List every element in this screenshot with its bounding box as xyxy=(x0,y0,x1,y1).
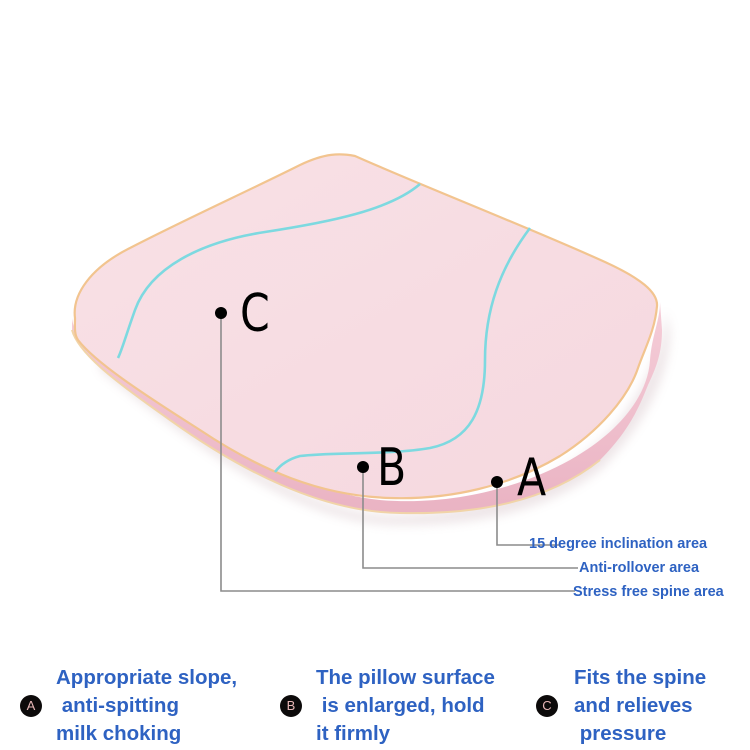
marker-dot-a xyxy=(491,476,503,488)
seam-line-left xyxy=(116,183,421,359)
feature-b-line-1: The pillow surface xyxy=(316,666,495,689)
marker-label-c: C xyxy=(240,284,270,344)
marker-dot-c xyxy=(215,307,227,319)
feature-c-line-1: Fits the spine xyxy=(574,666,707,689)
callout-spine-area: Stress free spine area xyxy=(573,584,724,600)
leader-lines xyxy=(220,313,578,592)
badge-b-icon: B xyxy=(280,695,302,717)
pillow-bottom-piping xyxy=(71,329,601,515)
feature-b-line-2: is enlarged, hold xyxy=(316,694,485,717)
feature-b-text: The pillow surface is enlarged, hold it … xyxy=(316,664,495,748)
badge-a-icon: A xyxy=(20,695,42,717)
feature-a-line-3: milk choking xyxy=(56,722,182,745)
marker-label-b: B xyxy=(377,438,407,498)
feature-c-line-2: and relieves xyxy=(574,694,693,717)
pillow-shadow xyxy=(100,310,670,525)
feature-c-line-3: pressure xyxy=(574,722,667,745)
feature-a-line-2: anti-spitting xyxy=(56,694,179,717)
marker-dot-b xyxy=(357,461,369,473)
marker-label-a: A xyxy=(517,448,547,508)
leader-line-c xyxy=(220,313,575,592)
feature-a-text: Appropriate slope, anti-spitting milk ch… xyxy=(56,664,237,748)
pillow-top xyxy=(73,153,659,500)
feature-c-text: Fits the spine and relieves pressure xyxy=(574,664,706,748)
feature-b-line-3: it firmly xyxy=(316,722,391,745)
seam-line-right xyxy=(273,227,532,473)
callout-anti-rollover-area: Anti-rollover area xyxy=(579,560,700,576)
callout-inclination-area: 15 degree inclination area xyxy=(529,536,708,552)
leader-line-b xyxy=(362,467,578,569)
feature-a-line-1: Appropriate slope, xyxy=(56,666,238,689)
badge-c-icon: C xyxy=(536,695,558,717)
leader-line-a xyxy=(496,482,560,546)
